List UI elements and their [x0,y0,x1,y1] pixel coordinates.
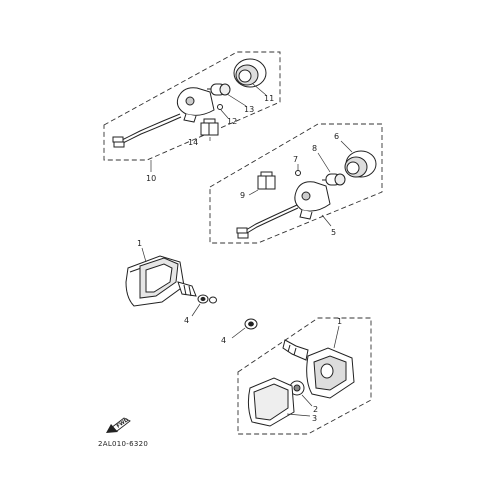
leaders-group-5 [248,140,353,227]
bulb-part-13 [207,83,231,96]
callout-10: 10 [146,174,156,183]
socket-part-9 [257,171,276,190]
screw-part-7 [295,170,301,176]
group-5-outline [209,123,383,244]
leaders-lower [231,325,340,417]
nut-part-4-right [244,318,258,330]
leaders-left [141,247,201,317]
callout-7: 7 [293,155,298,164]
housing-middle [294,181,331,220]
group-lower-outline [237,317,372,435]
callout-1-bottom: 1 [337,317,342,326]
bulb-part-8 [322,173,346,186]
callout-4-left: 4 [184,316,189,325]
screw-part-12 [217,104,223,110]
callout-1-top: 1 [137,239,142,248]
callout-2: 2 [313,405,318,414]
fwd-arrow-icon: FWD [106,417,131,433]
lens-part-11 [233,58,267,88]
callout-13: 13 [244,105,254,114]
fwd-label: FWD [116,417,130,429]
socket-part-14 [200,118,219,136]
lens-part-3 [247,377,295,427]
callout-11: 11 [264,94,274,103]
callout-4-right: 4 [221,336,226,345]
flasher-assembly-middle [236,150,377,239]
bulb-part-2 [289,380,305,396]
leaders-group-10 [150,83,267,172]
callout-12: 12 [227,117,237,126]
wire-harness-middle [236,204,299,239]
callout-9: 9 [240,191,245,200]
group-10-outline [103,51,281,161]
callout-6: 6 [334,132,339,141]
lens-part-6 [344,150,377,178]
housing-upper [176,87,215,123]
flasher-assembly-upper [112,58,267,148]
nut-part-4-left [197,294,217,304]
wire-harness-upper [112,113,182,148]
drawing-code: 2AL010-6320 [98,440,148,448]
callout-5: 5 [331,228,336,237]
callout-3: 3 [312,414,317,423]
callout-8: 8 [312,144,317,153]
callout-14: 14 [188,138,198,147]
flasher-assembly-lower [247,339,355,427]
flasher-assembly-left [125,255,197,307]
